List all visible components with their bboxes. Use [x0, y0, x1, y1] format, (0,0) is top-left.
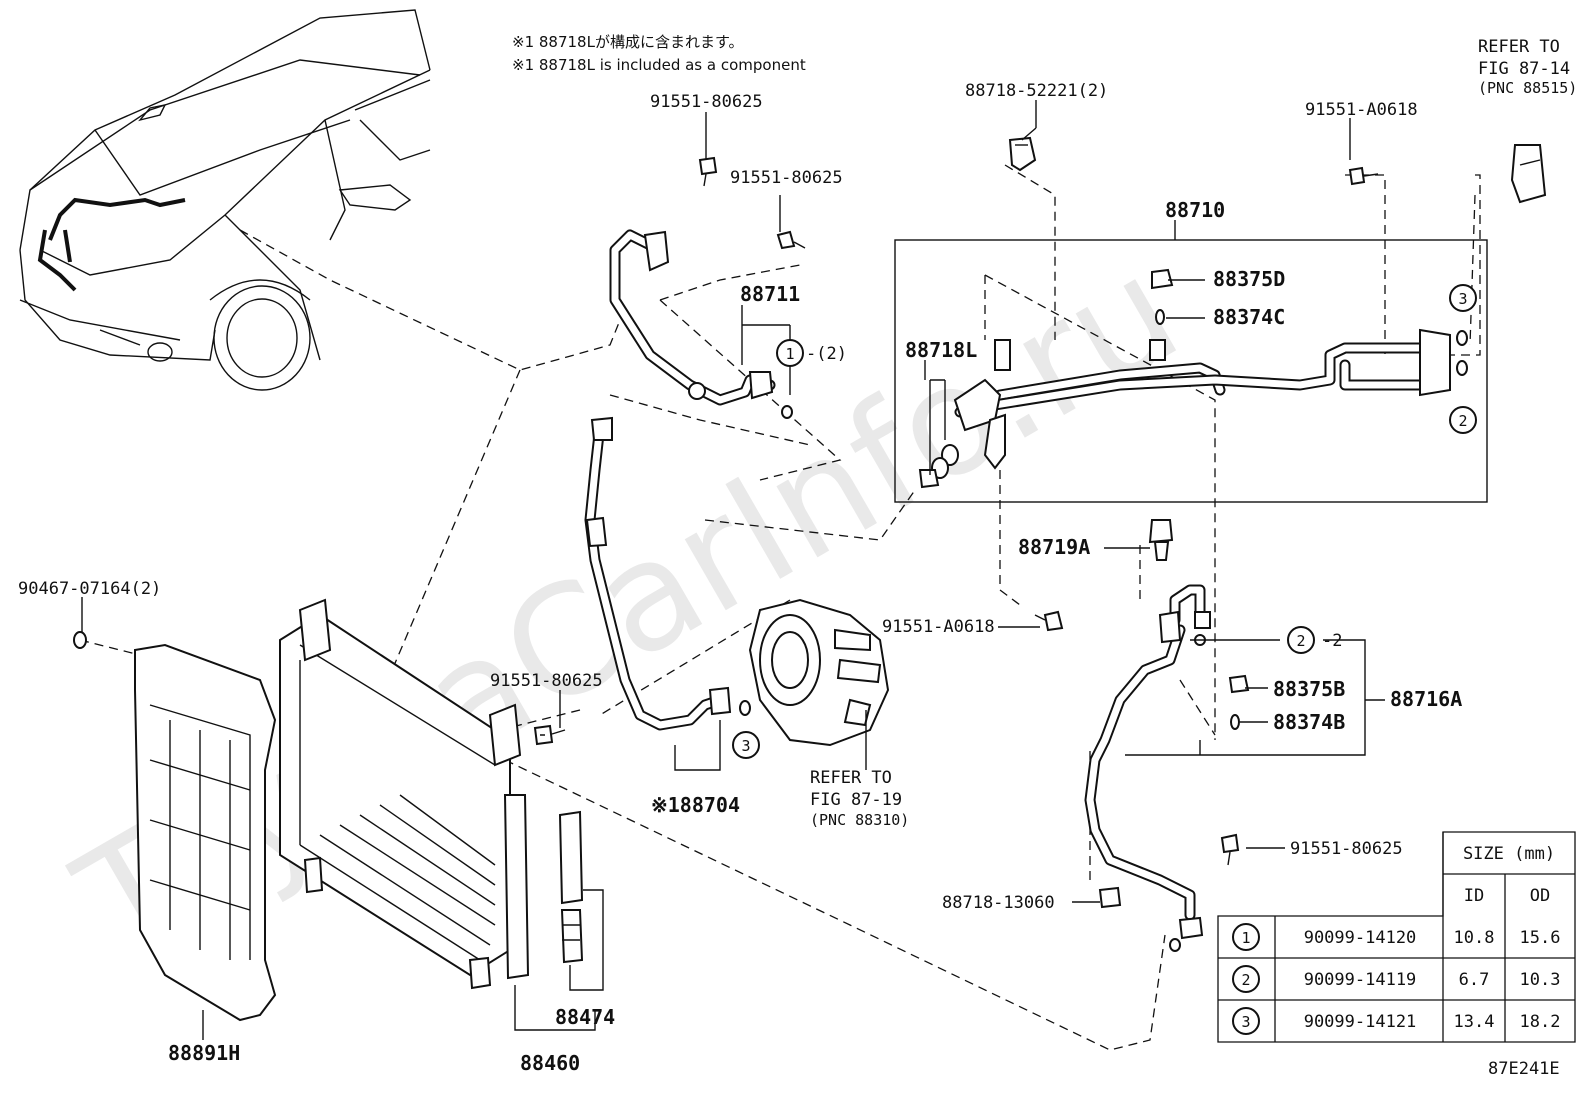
label-refer-mid-3: (PNC 88310): [810, 811, 909, 829]
svg-text:15.6: 15.6: [1520, 928, 1561, 948]
part-88375D-shape: [1151, 268, 1174, 325]
label-refer-mid-1: REFER TO: [810, 768, 892, 788]
label-88460: 88460: [520, 1051, 580, 1075]
svg-text:3: 3: [741, 737, 750, 755]
label-88891H: 88891H: [168, 1041, 240, 1065]
label-91551-80625-top: 91551-80625: [650, 92, 763, 112]
bolt-91551-A0618-top: [1348, 166, 1379, 186]
condenser-88460: [279, 598, 530, 990]
note-jp: ※1 88718Lが構成に含まれます。: [512, 33, 743, 51]
label-91551-80625-top2: 91551-80625: [730, 168, 843, 188]
group-box-88710: [894, 239, 1488, 503]
svg-text:1: 1: [1241, 929, 1250, 947]
label-figure-code: 87E241E: [1488, 1059, 1560, 1079]
table-header-od: OD: [1530, 886, 1550, 906]
svg-text:2: 2: [1296, 632, 1305, 650]
bracket-88718L: [929, 379, 946, 475]
clip-88718-52221: [1008, 136, 1037, 172]
label-88375D: 88375D: [1213, 267, 1285, 291]
bolt-91551-80625-top-b: [776, 230, 806, 250]
hose-88711: [609, 229, 793, 419]
label-refer-mid-2: FIG 87-19: [810, 790, 902, 810]
svg-text:90099-14120: 90099-14120: [1304, 928, 1417, 948]
label-91551-A0618-top: 91551-A0618: [1305, 100, 1418, 120]
label-88374B: 88374B: [1273, 710, 1345, 734]
label-88474: 88474: [555, 1005, 615, 1029]
size-table: SIZE (mm) ID OD 1 90099-14120 10.8 15.6 …: [1217, 831, 1576, 1043]
svg-text:10.3: 10.3: [1520, 970, 1561, 990]
label-refer-top-2: FIG 87-14: [1478, 59, 1570, 79]
label-88711: 88711: [740, 282, 800, 306]
pipe-88716A: [1084, 584, 1250, 952]
svg-text:3: 3: [1241, 1013, 1250, 1031]
svg-text:1: 1: [785, 345, 794, 363]
leader-lines: [81, 100, 1385, 1040]
svg-text:2: 2: [1241, 971, 1250, 989]
expansion-valve-top: [1510, 144, 1547, 204]
compressor: [748, 598, 890, 747]
table-row: 3 90099-14121 13.4 18.2: [1232, 1007, 1561, 1035]
label-88375B: 88375B: [1273, 677, 1345, 701]
label-88718-52221: 88718-52221(2): [965, 81, 1108, 101]
svg-text:3: 3: [1458, 290, 1467, 308]
label-91551-80625-low: 91551-80625: [1290, 839, 1403, 859]
svg-text:6.7: 6.7: [1459, 970, 1490, 990]
bolt-91551-80625-top-a: [698, 156, 718, 187]
table-header-id: ID: [1464, 886, 1484, 906]
label-88719A: 88719A: [1018, 535, 1090, 559]
label-91551-80625-mid: 91551-80625: [490, 671, 603, 691]
callout-3-88704: 3: [732, 731, 760, 759]
svg-text:90099-14119: 90099-14119: [1304, 970, 1417, 990]
svg-text:13.4: 13.4: [1454, 1012, 1495, 1032]
label-2-qty: -2: [1322, 631, 1342, 651]
sensor-88719A: [1148, 519, 1174, 561]
table-row: 2 90099-14119 6.7 10.3: [1232, 965, 1561, 993]
table-row: 1 90099-14120 10.8 15.6: [1232, 923, 1561, 951]
callout-3-top: 3: [1449, 284, 1477, 312]
callout-2-top: 2: [1449, 406, 1477, 434]
label-90467-07164: 90467-07164(2): [18, 579, 161, 599]
label-88718-13060: 88718-13060: [942, 893, 1055, 913]
bolt-91551-A0618-mid: [1034, 610, 1064, 632]
oring-top-right-a: [1456, 330, 1468, 346]
svg-text:2: 2: [1458, 412, 1467, 430]
label-88711-qty: -(2): [806, 344, 847, 364]
svg-text:10.8: 10.8: [1454, 928, 1495, 948]
callout-1-88711: 1: [776, 339, 804, 367]
vehicle-illustration: [19, 9, 431, 391]
label-91551-A0618-mid: 91551-A0618: [882, 617, 995, 637]
clip-88718-13060: [1098, 886, 1122, 909]
receiver-88474: [558, 810, 584, 964]
svg-text:18.2: 18.2: [1520, 1012, 1561, 1032]
callout-2-88716A: 2: [1287, 626, 1315, 654]
label-88710: 88710: [1165, 198, 1225, 222]
label-88374C: 88374C: [1213, 305, 1285, 329]
label-88716A: 88716A: [1390, 687, 1462, 711]
oring-top-right-b: [1456, 360, 1468, 376]
bolt-91551-80625-low: [1220, 833, 1240, 866]
shroud-88891H: [73, 631, 277, 1022]
note-en: ※1 88718L is included as a component: [512, 56, 806, 74]
hose-88704: [584, 416, 751, 731]
label-88704: ※188704: [651, 793, 740, 817]
table-header-size: SIZE (mm): [1463, 844, 1555, 864]
label-88718L: 88718L: [905, 338, 977, 362]
label-refer-top-1: REFER TO: [1478, 37, 1560, 57]
tube-88710: [918, 328, 1451, 489]
svg-text:90099-14121: 90099-14121: [1304, 1012, 1417, 1032]
label-refer-top-3: (PNC 88515): [1478, 79, 1577, 97]
